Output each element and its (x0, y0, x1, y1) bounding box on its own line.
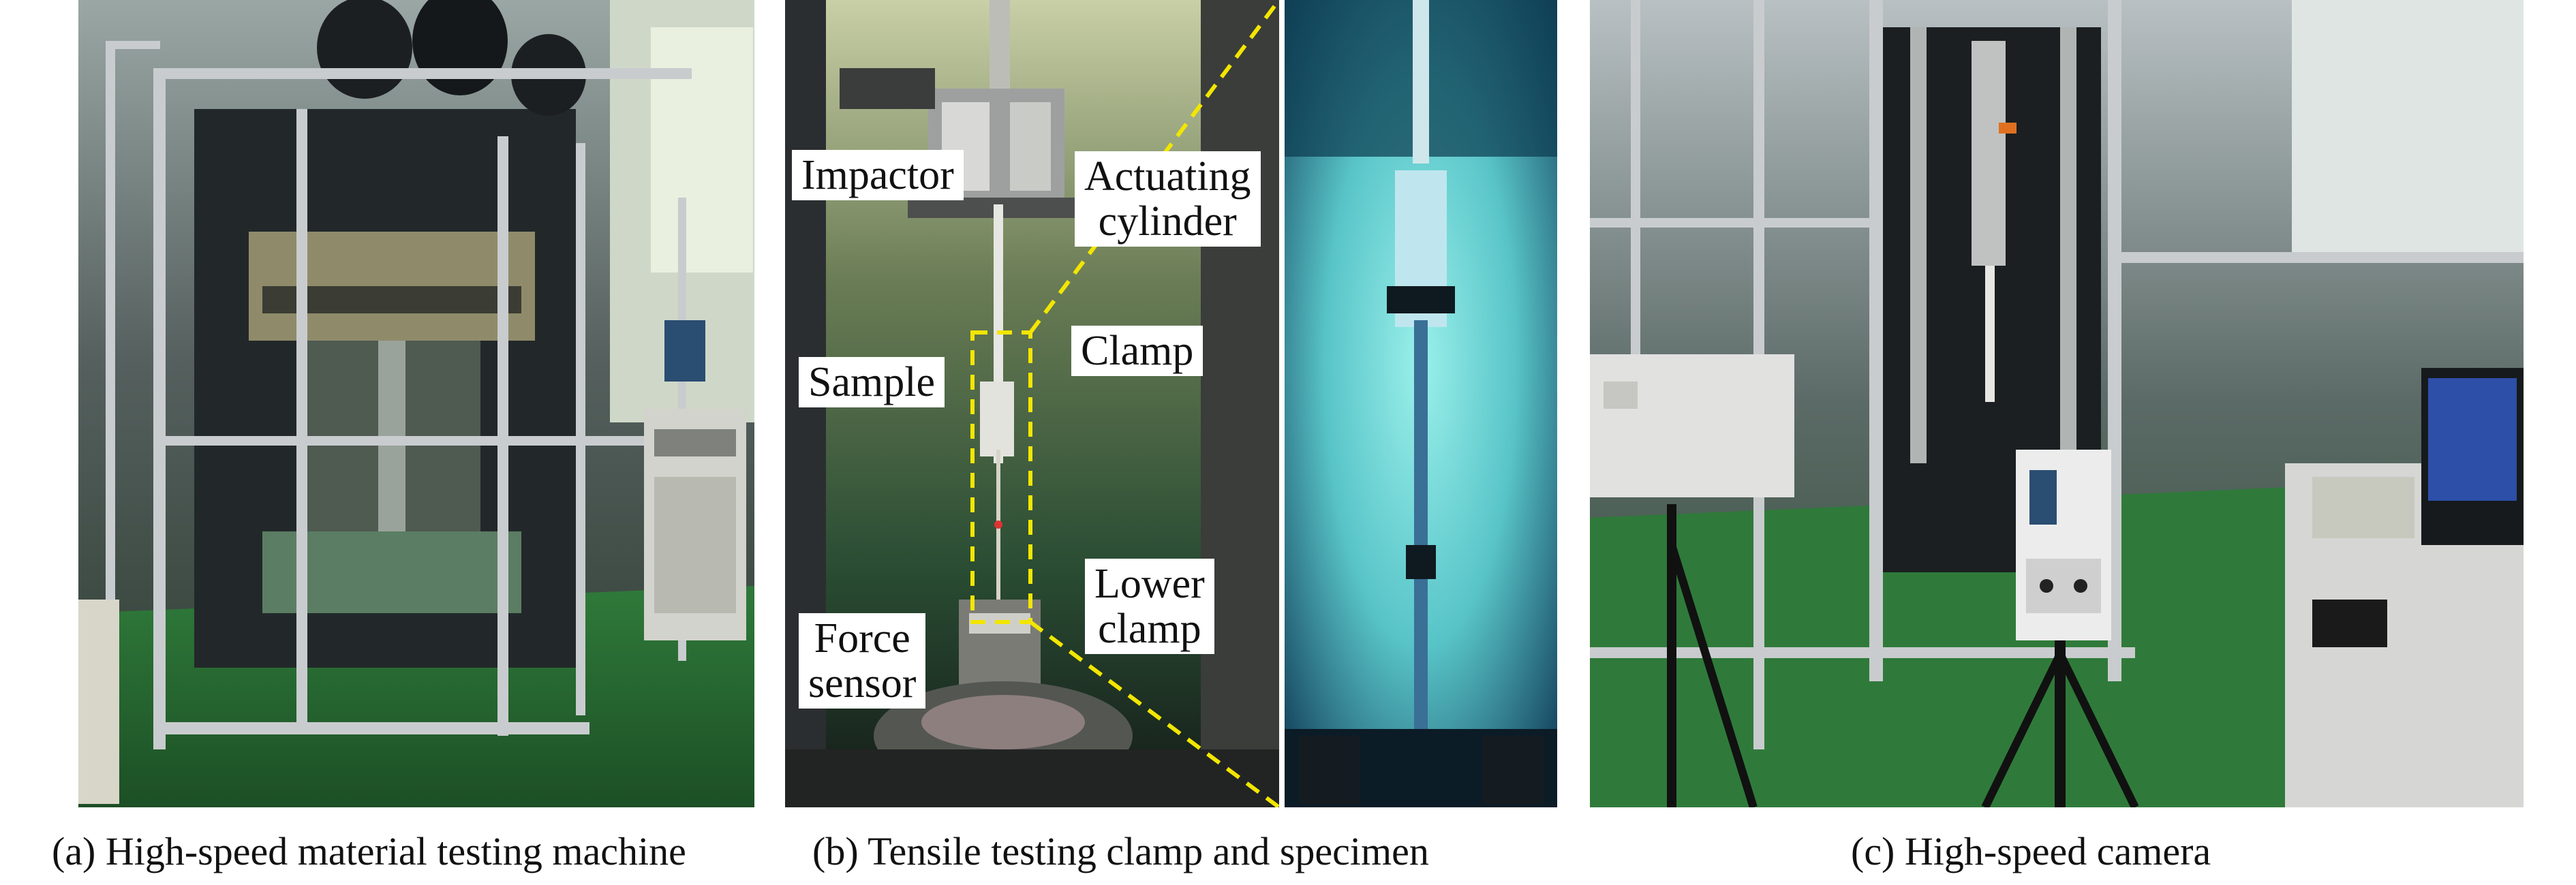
specimen-zoom-image (1285, 0, 1557, 807)
label-clamp: Clamp (1071, 326, 1203, 376)
label-force-sensor-line1: Force (814, 615, 910, 662)
label-actuating-cylinder: Actuating cylinder (1075, 151, 1261, 247)
label-lower-clamp-line1: Lower (1094, 561, 1205, 607)
specimen-zoom-photo (1285, 0, 1557, 807)
label-lower-clamp-line2: clamp (1098, 606, 1201, 652)
caption-panel-a: (a) High-speed material testing machine (52, 829, 686, 873)
label-impactor: Impactor (792, 150, 964, 200)
label-actuating-cylinder-line1: Actuating (1084, 153, 1251, 200)
label-lower-clamp: Lower clamp (1085, 559, 1214, 654)
label-sample: Sample (799, 357, 945, 407)
photo-testing-machine (78, 0, 754, 807)
photo-clamp-and-specimen: Impactor Actuating cylinder Clamp Sample… (785, 0, 1557, 807)
caption-panel-b: (b) Tensile testing clamp and specimen (812, 829, 1429, 873)
clamp-photo: Impactor Actuating cylinder Clamp Sample… (785, 0, 1279, 807)
label-actuating-cylinder-line2: cylinder (1098, 198, 1237, 245)
label-force-sensor-line2: sensor (808, 660, 917, 707)
high-speed-camera-image (1590, 0, 2524, 807)
testing-machine-image (78, 0, 754, 807)
label-impactor-text: Impactor (801, 152, 954, 198)
label-sample-text: Sample (808, 359, 935, 405)
label-force-sensor: Force sensor (799, 613, 926, 709)
photo-high-speed-camera (1590, 0, 2524, 807)
caption-panel-c: (c) High-speed camera (1851, 829, 2211, 873)
label-clamp-text: Clamp (1081, 328, 1194, 374)
